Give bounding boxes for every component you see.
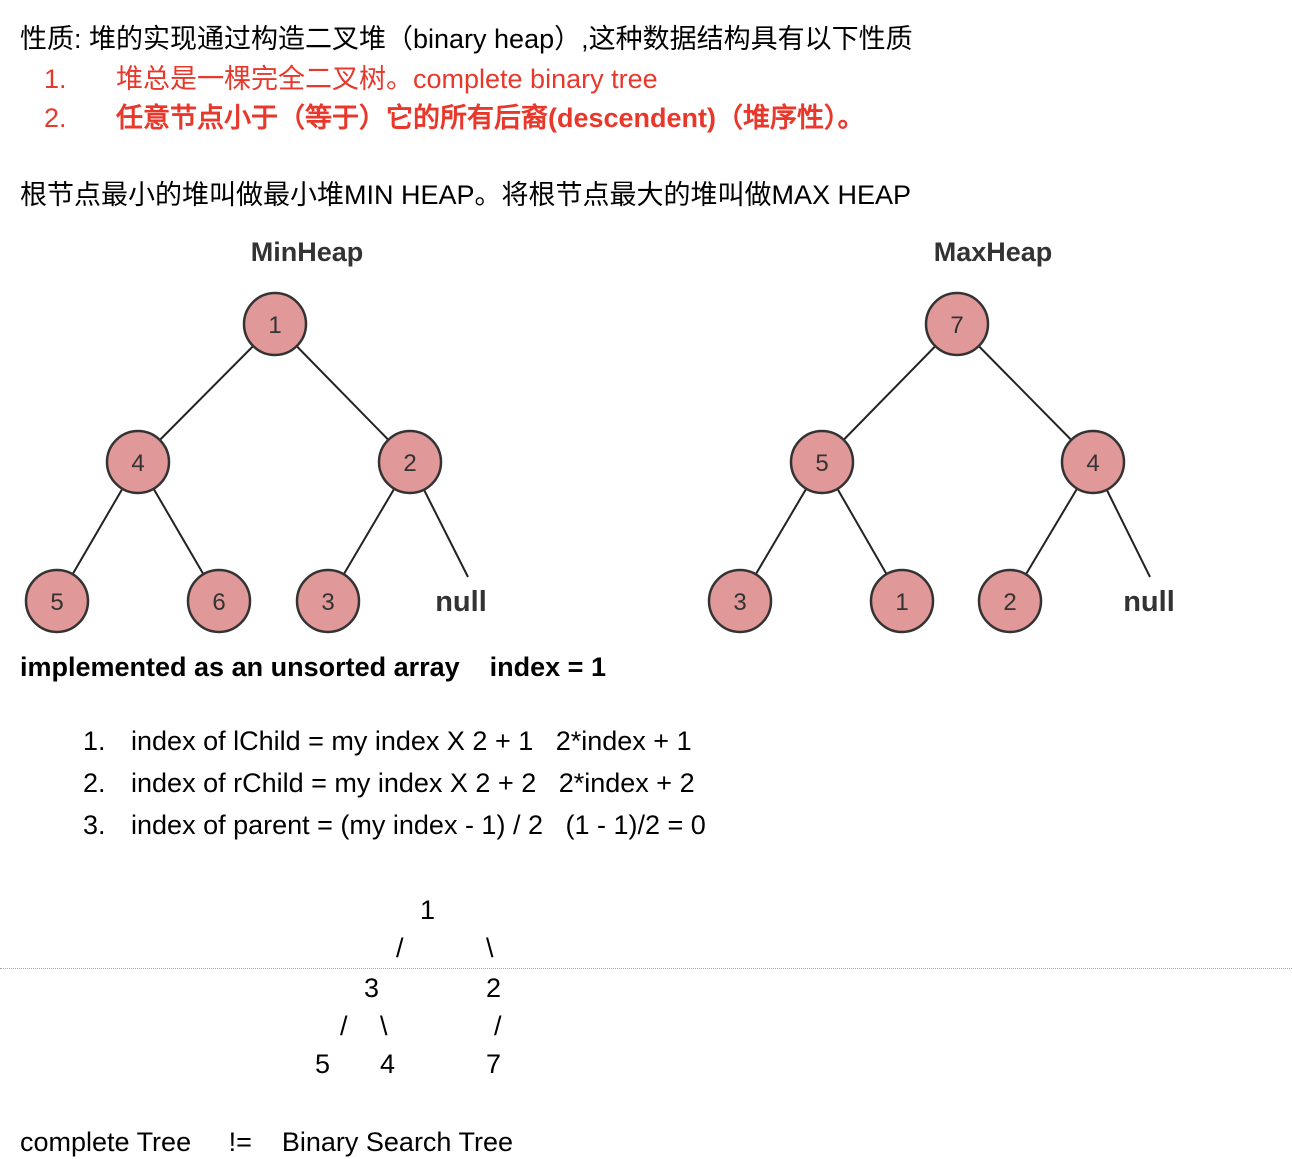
array-item-text: index of lChild = my index X 2 + 1 2*ind… (131, 726, 692, 756)
array-item-number: 1. (83, 726, 106, 756)
property-text: 任意节点小于（等于）它的所有后裔(descendent)（堆序性）。 (116, 103, 865, 133)
tree-node (707, 568, 773, 634)
ascii-edge: / (494, 1011, 502, 1041)
property-item-1: 1. 堆总是一棵完全二叉树。complete binary tree (44, 62, 658, 96)
null-label: null (1123, 586, 1175, 618)
node-label: 7 (950, 312, 963, 339)
maxheap-title: MaxHeap (934, 237, 1053, 267)
node-label: 4 (1086, 450, 1099, 477)
page-divider (0, 968, 1292, 969)
array-item-3: 3. index of parent = (my index - 1) / 2 (… (68, 774, 706, 842)
ascii-edge: / (396, 933, 404, 963)
tree-node (924, 291, 990, 357)
array-heading: implemented as an unsorted array index =… (20, 652, 606, 682)
ascii-node: 2 (486, 973, 502, 1003)
property-text: 堆总是一棵完全二叉树。complete binary tree (116, 64, 658, 94)
array-item-text: index of rChild = my index X 2 + 2 2*ind… (131, 768, 695, 798)
minheap-labels: 1 4 2 5 6 3 (50, 312, 416, 616)
tree-node (186, 568, 252, 634)
minheap-title: MinHeap (251, 237, 364, 267)
tree-node (1060, 429, 1126, 495)
ascii-node: 5 (315, 1049, 331, 1079)
property-item-2: 2. 任意节点小于（等于）它的所有后裔(descendent)（堆序性）。 (44, 101, 865, 135)
tree-node (242, 291, 308, 357)
ascii-node: 1 (420, 895, 436, 925)
node-label: 5 (50, 589, 63, 616)
array-item-1: 1. index of lChild = my index X 2 + 1 2*i… (68, 690, 692, 758)
node-label: 5 (815, 450, 828, 477)
node-label: 6 (212, 589, 225, 616)
node-label: 2 (403, 450, 416, 477)
property-number: 2. (44, 103, 67, 133)
ascii-node: 3 (364, 973, 380, 1003)
tree-node (377, 429, 443, 495)
ascii-edge: \ (380, 1011, 388, 1041)
node-label: 3 (321, 589, 334, 616)
array-item-2: 2. index of rChild = my index X 2 + 2 2*i… (68, 732, 695, 800)
property-number: 1. (44, 64, 67, 94)
heap-diagrams: MinHeap MaxHeap 1 4 2 5 6 3 null 7 5 4 3… (24, 237, 1175, 634)
root-note: 根节点最小的堆叫做最小堆MIN HEAP。将根节点最大的堆叫做MAX HEAP (20, 180, 912, 210)
ascii-node: 7 (486, 1049, 502, 1079)
footer-text: complete Tree != Binary Search Tree (20, 1127, 513, 1157)
tree-node (977, 568, 1043, 634)
maxheap-labels: 7 5 4 3 1 2 (733, 312, 1099, 616)
ascii-edge: / (340, 1011, 348, 1041)
array-item-text: index of parent = (my index - 1) / 2 (1 … (131, 810, 706, 840)
node-label: 1 (895, 589, 908, 616)
ascii-node: 4 (380, 1049, 396, 1079)
node-label: 4 (131, 450, 144, 477)
tree-node (105, 429, 171, 495)
intro-text: 性质: 堆的实现通过构造二叉堆（binary heap）,这种数据结构具有以下性… (20, 24, 913, 54)
array-item-number: 3. (83, 810, 106, 840)
node-label: 2 (1003, 589, 1016, 616)
tree-node (295, 568, 361, 634)
node-label: 1 (268, 312, 281, 339)
tree-node (24, 568, 90, 634)
tree-node (869, 568, 935, 634)
array-item-number: 2. (83, 768, 106, 798)
minheap-nodes (24, 291, 443, 634)
null-label: null (435, 586, 487, 618)
tree-node (789, 429, 855, 495)
ascii-edge: \ (486, 933, 494, 963)
node-label: 3 (733, 589, 746, 616)
maxheap-nodes (707, 291, 1126, 634)
